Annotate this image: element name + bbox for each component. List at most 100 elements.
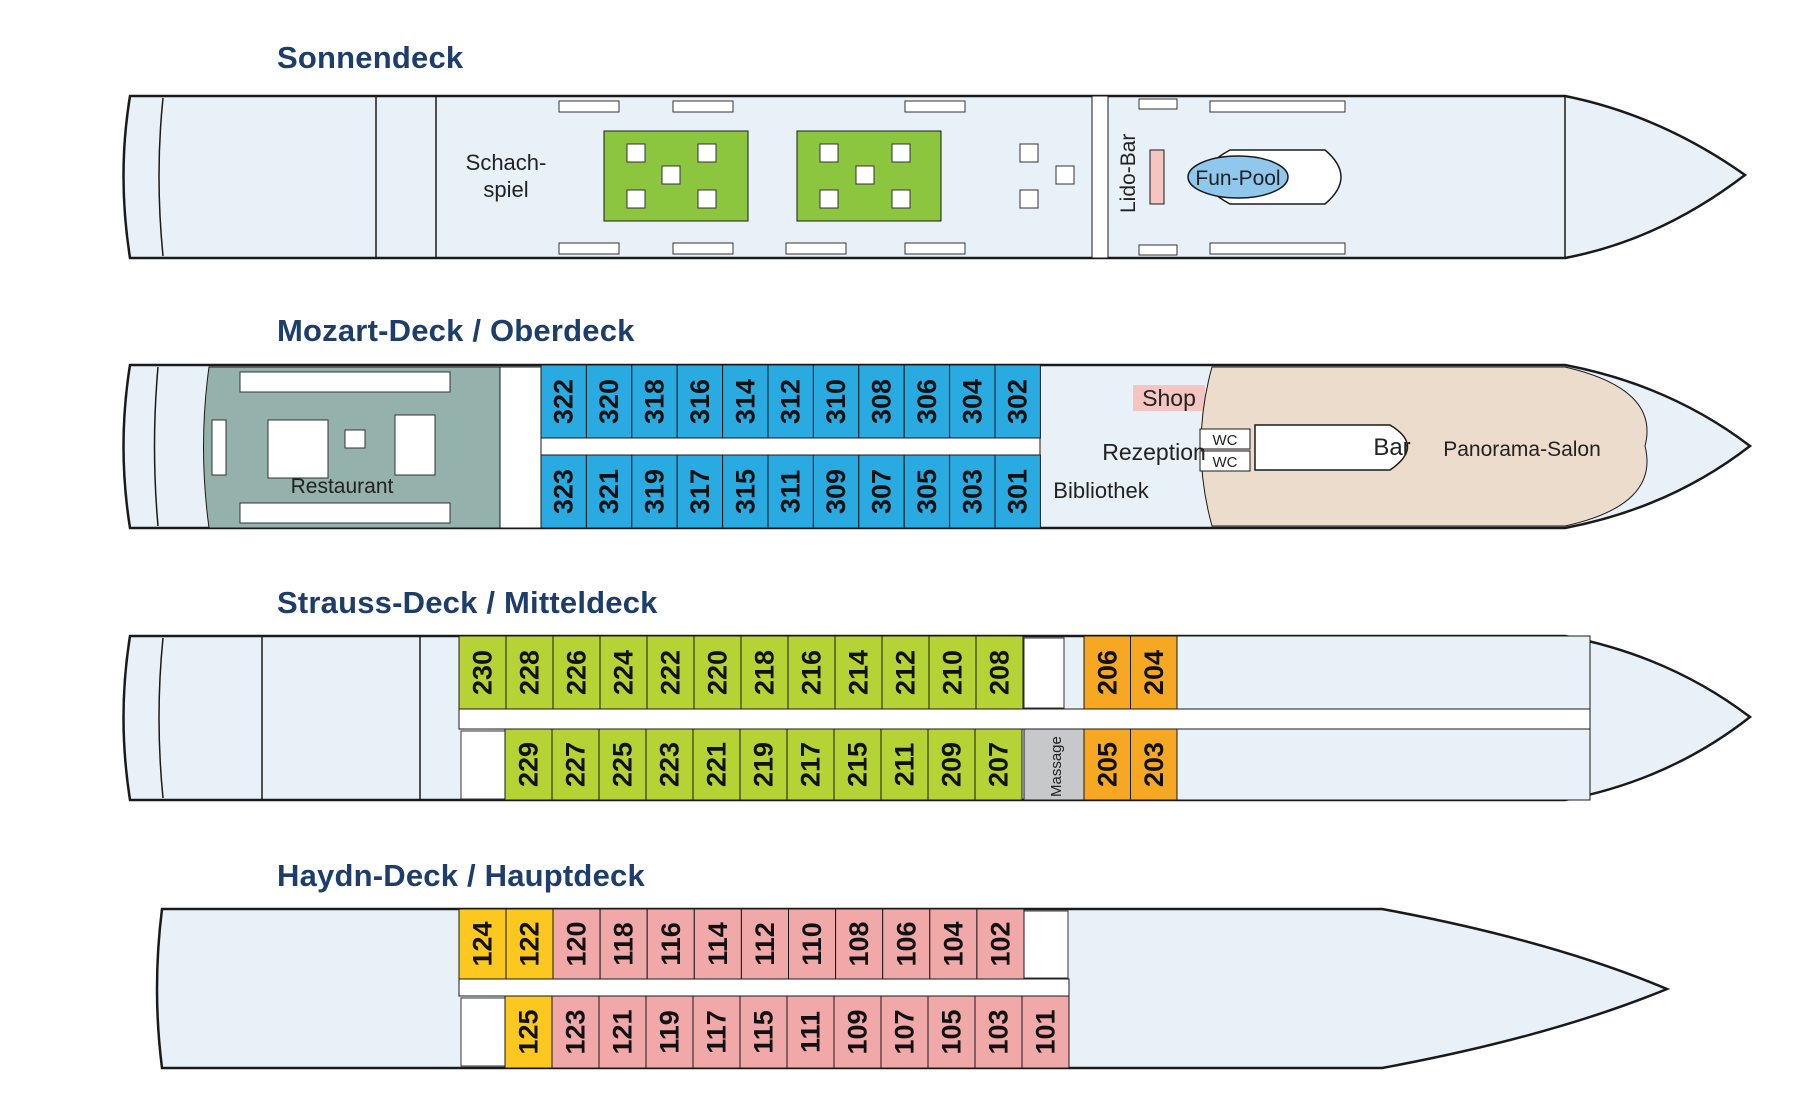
blue-cabin-323[interactable] (540, 454, 587, 529)
lime-cabin-218[interactable] (740, 635, 789, 710)
cabin-number-120: 120 (562, 921, 592, 966)
corridor (458, 978, 1070, 997)
pink-cabin-111[interactable] (786, 995, 835, 1069)
lime-cabin-220[interactable] (693, 635, 742, 710)
lime-cabin-230[interactable] (458, 635, 507, 710)
corridor (540, 437, 1041, 456)
lime-cabin-209[interactable] (927, 728, 976, 801)
lime-cabin-224[interactable] (599, 635, 648, 710)
blue-cabin-312[interactable] (767, 364, 814, 439)
cabin-number-219: 219 (749, 742, 779, 787)
pink-cabin-115[interactable] (739, 995, 788, 1069)
lime-cabin-217[interactable] (786, 728, 835, 801)
lime-cabin-226[interactable] (552, 635, 601, 710)
pink-cabin-101[interactable] (1021, 995, 1070, 1069)
yellow-cabin-125[interactable] (504, 995, 553, 1069)
cabin-number-309: 309 (821, 469, 851, 514)
fun-pool-label: Fun-Pool (1195, 167, 1280, 190)
pink-cabin-109[interactable] (833, 995, 882, 1069)
blue-cabin-305[interactable] (903, 454, 951, 529)
pink-cabin-108[interactable] (835, 908, 884, 980)
blue-cabin-315[interactable] (722, 454, 769, 529)
pink-cabin-105[interactable] (927, 995, 976, 1069)
lime-cabin-227[interactable] (551, 728, 600, 801)
blue-cabin-320[interactable] (585, 364, 633, 439)
oberdeck: WC WC Restaurant Shop Rezeption Biblioth… (122, 363, 1753, 530)
lime-cabin-208[interactable] (975, 635, 1024, 710)
blue-cabin-308[interactable] (858, 364, 905, 439)
lime-cabin-221[interactable] (692, 728, 741, 801)
restaurant-tables (211, 371, 451, 524)
stairs-icon (1023, 910, 1069, 979)
lounger-row (558, 100, 1346, 255)
yellow-cabin-124[interactable] (458, 908, 507, 980)
pink-cabin-121[interactable] (598, 995, 647, 1069)
blue-cabin-302[interactable] (994, 364, 1041, 439)
blue-cabin-303[interactable] (949, 454, 996, 529)
cabin-number-211: 211 (890, 743, 920, 787)
wc-label: WC (1213, 454, 1238, 471)
lime-cabin-210[interactable] (928, 635, 977, 710)
lime-cabin-219[interactable] (739, 728, 788, 801)
chess-label: spiel (483, 177, 528, 202)
pink-cabin-123[interactable] (551, 995, 600, 1069)
yellow-cabin-122[interactable] (505, 908, 554, 980)
cabin-number-228: 228 (515, 650, 545, 695)
cabin-number-119: 119 (655, 1010, 685, 1054)
cabin-number-204: 204 (1139, 650, 1169, 695)
pink-cabin-119[interactable] (645, 995, 694, 1069)
cabin-number-321: 321 (594, 469, 624, 514)
blue-cabin-310[interactable] (812, 364, 860, 439)
lime-cabin-223[interactable] (645, 728, 694, 801)
blue-cabin-318[interactable] (631, 364, 678, 439)
cabin-number-218: 218 (750, 650, 780, 695)
bar-label: Bar (1373, 434, 1410, 461)
blue-cabin-311[interactable] (767, 454, 814, 529)
lime-cabin-225[interactable] (598, 728, 647, 801)
lime-cabin-212[interactable] (881, 635, 930, 710)
blue-cabin-321[interactable] (585, 454, 633, 529)
pink-cabin-114[interactable] (693, 908, 742, 980)
lime-cabin-207[interactable] (974, 728, 1023, 801)
cabin-number-123: 123 (561, 1009, 591, 1054)
blue-cabin-307[interactable] (858, 454, 905, 529)
blue-cabin-304[interactable] (949, 364, 996, 439)
pink-cabin-110[interactable] (788, 908, 837, 980)
pink-cabin-103[interactable] (974, 995, 1023, 1069)
orange-cabin-206[interactable] (1083, 635, 1131, 710)
blue-cabin-301[interactable] (994, 454, 1041, 529)
orange-cabin-203[interactable] (1130, 728, 1178, 801)
orange-cabin-204[interactable] (1130, 635, 1178, 710)
pink-cabin-120[interactable] (552, 908, 601, 980)
aft-room (1176, 728, 1591, 801)
blue-cabin-317[interactable] (676, 454, 724, 529)
stern-line (153, 366, 159, 527)
blue-cabin-309[interactable] (812, 454, 860, 529)
blue-cabin-322[interactable] (540, 364, 587, 439)
massage-label: Massage (1048, 736, 1065, 797)
orange-cabin-205[interactable] (1083, 728, 1131, 801)
bar-counter (1254, 424, 1409, 471)
sonnendeck: Schach- spiel Lido-Bar Fun-Pool (122, 94, 1748, 260)
lime-cabin-216[interactable] (787, 635, 836, 710)
lime-cabin-229[interactable] (504, 728, 553, 801)
pink-cabin-104[interactable] (929, 908, 978, 980)
corridor (458, 708, 1591, 730)
deck-title-mitteldeck: Strauss-Deck / Mitteldeck (277, 585, 658, 620)
wc-label: WC (1213, 432, 1238, 449)
cabin-number-109: 109 (843, 1009, 873, 1054)
pink-cabin-107[interactable] (880, 995, 929, 1069)
pink-cabin-112[interactable] (740, 908, 790, 980)
blue-cabin-314[interactable] (722, 364, 769, 439)
deck-title-oberdeck: Mozart-Deck / Oberdeck (277, 313, 635, 348)
cabin-number-316: 316 (685, 379, 715, 424)
blue-cabin-316[interactable] (676, 364, 724, 439)
blue-cabin-306[interactable] (903, 364, 951, 439)
cabin-number-229: 229 (514, 742, 544, 787)
lime-cabin-211[interactable] (880, 728, 929, 801)
cabin-number-121: 121 (608, 1009, 638, 1054)
cabin-number-102: 102 (985, 921, 1015, 966)
pink-cabin-102[interactable] (976, 908, 1025, 980)
lime-cabin-222[interactable] (646, 635, 695, 710)
